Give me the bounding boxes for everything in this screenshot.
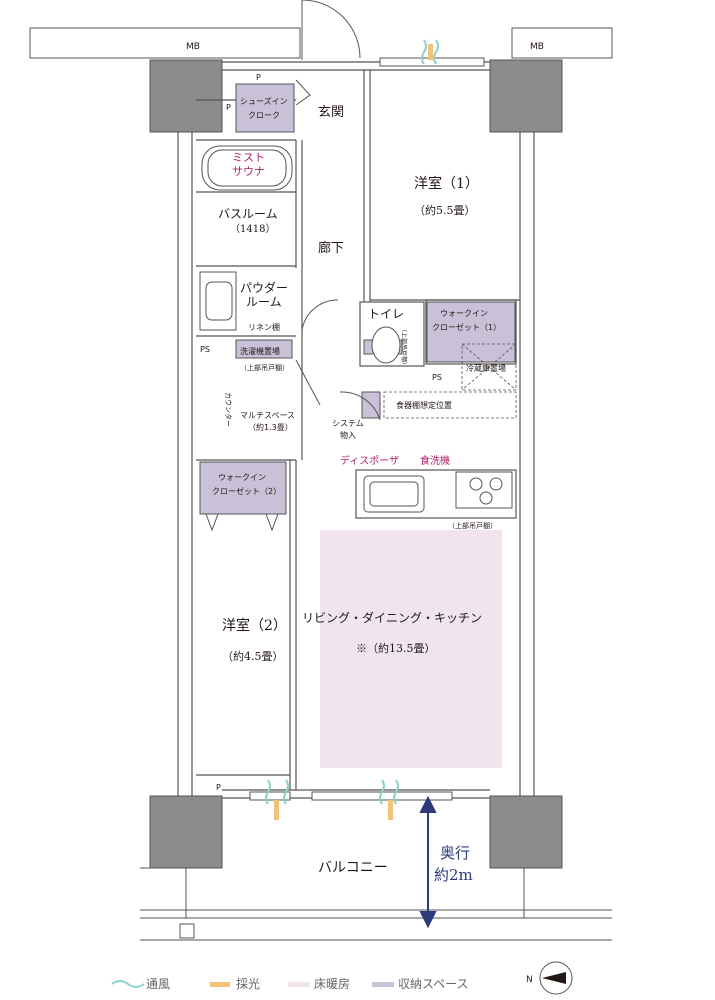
depth-label-1: 奥行 [440,844,470,862]
top-railing [29,27,613,59]
closet-doors [205,513,279,532]
compass-icon: N [526,961,573,995]
legend: 通風 採光 床暖房 収納スペース [111,976,469,991]
mb-right-label: MB [530,42,544,52]
shoes-label-1: シューズイン [240,96,288,106]
door-swings [295,79,381,421]
room2-label-1: 洋室（2） [222,617,287,634]
ldk-label-1: リビング・ダイニング・キッチン [302,610,482,625]
system-label-2: 物入 [340,430,356,440]
mb-left-label: MB [186,42,200,52]
roka-label: 廊下 [318,240,344,256]
p-label-left: P [226,103,231,112]
daylight-markers [274,44,433,820]
walk-in-closet-2 [199,461,287,515]
multi-label-2: （約1.3畳） [248,422,293,432]
upper-shelf-label: （上部吊戸棚） [448,521,497,530]
powder-label-1: パウダー [240,280,288,295]
fridge-space [383,343,517,419]
windows [249,57,485,801]
dish-shelf-label: 食器棚想定位置 [396,400,452,410]
room1-label-1: 洋室（1） [414,175,479,192]
ventilation-markers [265,39,439,805]
wic2-label-2: クローゼット（2） [212,486,281,496]
powder-sink [199,271,237,331]
columns [149,59,563,869]
storage-areas [199,83,516,515]
p-label-bottom: P [216,783,221,792]
genkan-label: 玄関 [318,105,344,120]
p-label-top: P [256,73,261,82]
bathtub [201,145,293,191]
toilet-shelf-label: （上部吊戸棚） [400,326,408,368]
ps-label-left: PS [200,345,210,354]
room-labels: P P シューズイン クローク 玄関 ミスト サウナ バスルーム （1418） … [200,73,506,884]
wic1-label-1: ウォークイン [440,309,488,318]
legend-label-storage: 収納スペース [398,977,469,991]
room1-label-2: （約5.5畳） [414,203,476,217]
room2-label-2: （約4.5畳） [222,649,284,663]
kitchen-fixtures [363,471,513,513]
legend-label-floor-heating: 床暖房 [314,976,350,991]
linen-label: リネン棚 [248,322,280,332]
toilet-label: トイレ [368,307,404,321]
ldk-label-2: ※（約13.5畳） [356,641,436,655]
legend-label-daylight: 採光 [236,977,260,991]
balcony-area [140,867,612,941]
floor-heating-area [320,530,502,768]
disposer-label: ディスポーザ [340,454,399,467]
ps-label-right: PS [432,373,442,382]
wic2-label-1: ウォークイン [218,473,266,482]
system-label-1: システム [332,419,364,428]
storage-swatch [372,982,394,987]
wic1-label-2: クローゼット（1） [432,322,501,332]
legend-label-ventilation: 通風 [146,977,170,991]
balcony-label: バルコニー [318,860,388,876]
floor-heating-swatch [288,982,310,987]
interior-walls [196,70,520,790]
entrance-door [301,0,361,60]
shoes-label-2: クローク [248,111,280,120]
depth-arrow [419,795,437,929]
counter-label: カウンター [224,392,233,427]
shoes-closet [235,83,295,133]
depth-label-2: 約2m [434,866,473,884]
multi-label-1: マルチスペース [240,411,295,420]
compass-n-label: N [526,975,533,985]
daylight-icon [210,982,230,987]
powder-label-2: ルーム [246,295,282,309]
fridge-label: 冷蔵庫置場 [466,363,506,373]
mist-label-1: ミスト [232,151,265,164]
toilet-fixture [371,326,401,364]
mist-label-2: サウナ [232,165,265,178]
laundry-shelf [235,339,293,359]
ventilation-icon [111,980,145,988]
bath-label-1: バスルーム [218,207,278,221]
dishwasher-label: 食洗機 [420,454,450,467]
laundry-label-2: （上部吊戸棚） [240,363,289,372]
bath-label-2: （1418） [230,223,275,235]
laundry-label-1: 洗濯機置場 [240,346,280,356]
